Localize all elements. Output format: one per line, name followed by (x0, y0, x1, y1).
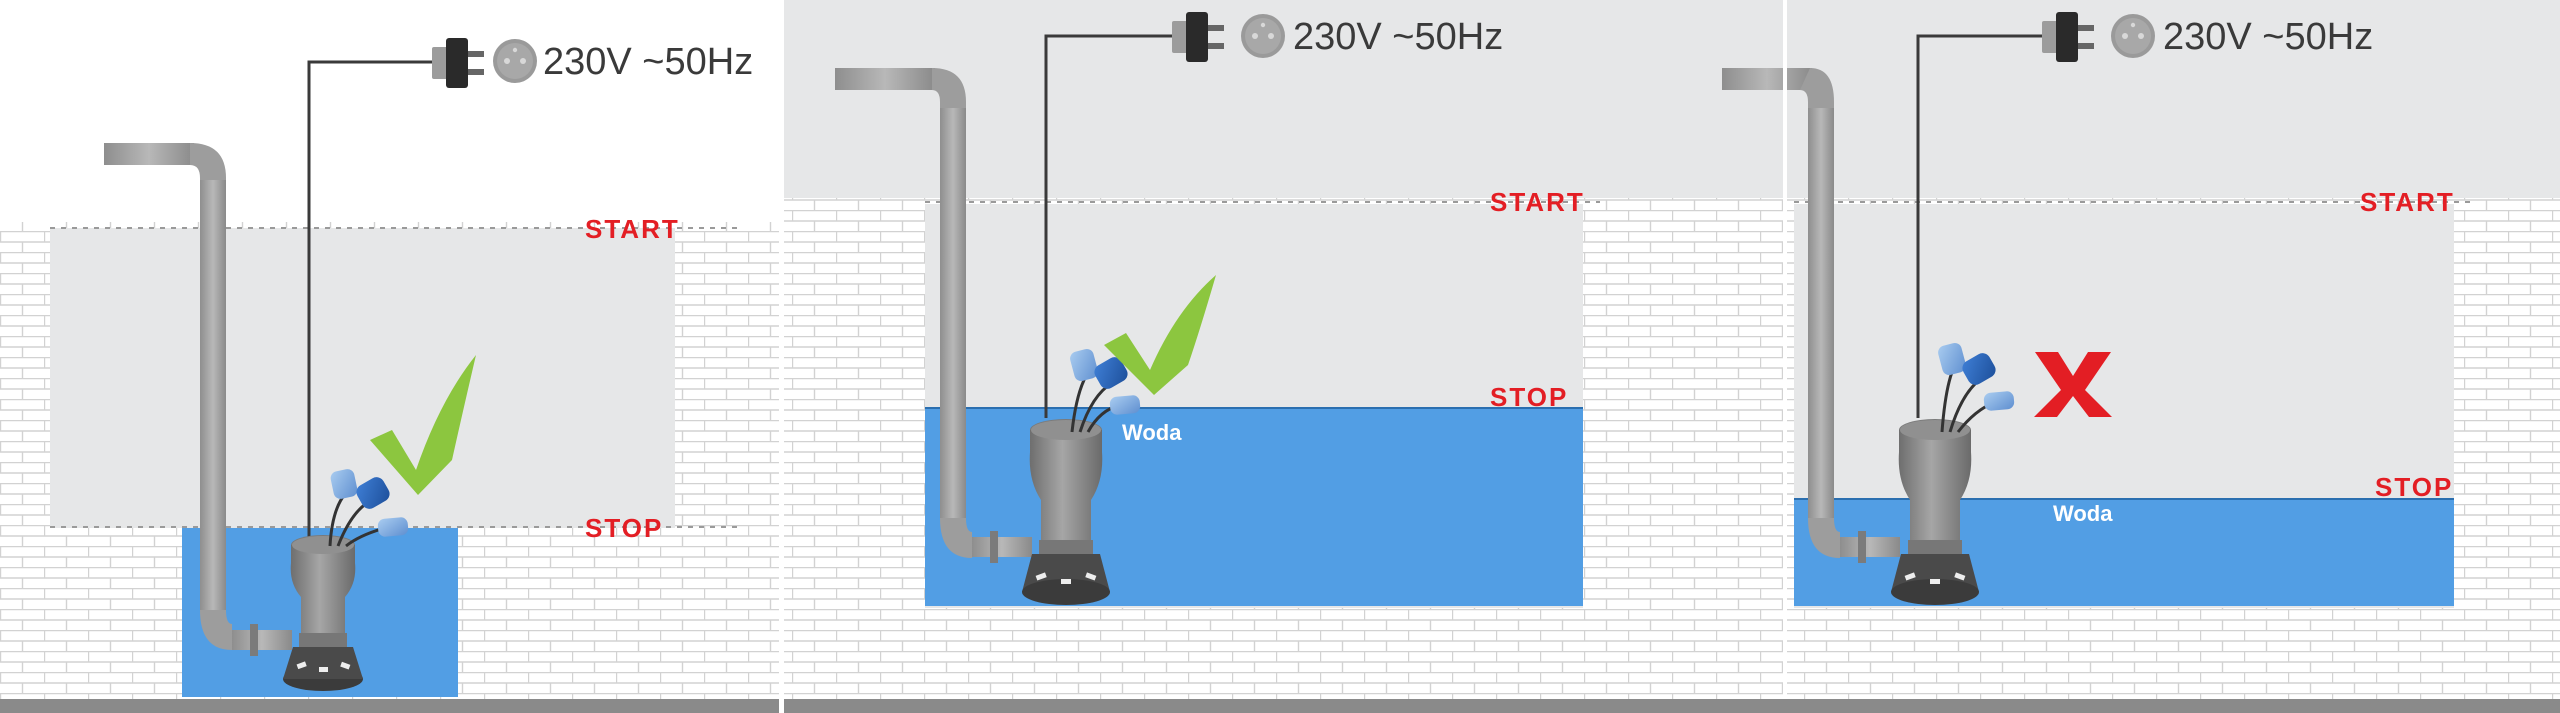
socket-icon (2111, 14, 2155, 58)
voltage-label: 230V ~50Hz (2163, 16, 2373, 58)
panel-divider (779, 0, 784, 713)
water-label: Woda (2053, 501, 2113, 526)
water-label: Woda (1122, 420, 1182, 445)
plug-icon (1172, 12, 1224, 62)
floor (0, 699, 2560, 713)
x-mark-icon (2034, 352, 2112, 417)
stop-label: STOP (1490, 382, 1568, 412)
float-switches (1938, 342, 2015, 433)
socket-icon (493, 39, 537, 83)
start-label: START (1490, 187, 1585, 217)
check-mark-icon (370, 355, 476, 495)
start-label: START (2360, 187, 2455, 217)
panel-divider (1783, 0, 1787, 713)
pump (1891, 419, 1979, 605)
tank-empty-zone (50, 228, 675, 528)
socket-icon (1241, 14, 1285, 58)
voltage-label: 230V ~50Hz (543, 41, 753, 83)
stop-label: STOP (585, 513, 663, 543)
power-cable (1916, 34, 2050, 418)
plug-icon (2042, 12, 2094, 62)
power-cable (1044, 34, 1180, 418)
float-switches (1070, 348, 1141, 433)
discharge-pipe (835, 68, 1032, 563)
stop-label: STOP (2375, 472, 2453, 502)
power-cable (307, 60, 440, 540)
check-mark-icon (1104, 275, 1216, 395)
float-switches (328, 469, 409, 548)
discharge-pipe (1722, 68, 1900, 563)
panel-1: START STOP 230V ~50Hz (0, 0, 780, 713)
voltage-label: 230V ~50Hz (1293, 16, 1503, 58)
panel-3: START STOP Woda 230V ~50Hz (1722, 0, 2560, 713)
discharge-pipe (104, 143, 292, 656)
start-label: START (585, 214, 680, 244)
panel-2: START STOP Woda 230V ~50Hz (783, 0, 1783, 713)
water (925, 408, 1583, 606)
plug-icon (432, 38, 484, 88)
